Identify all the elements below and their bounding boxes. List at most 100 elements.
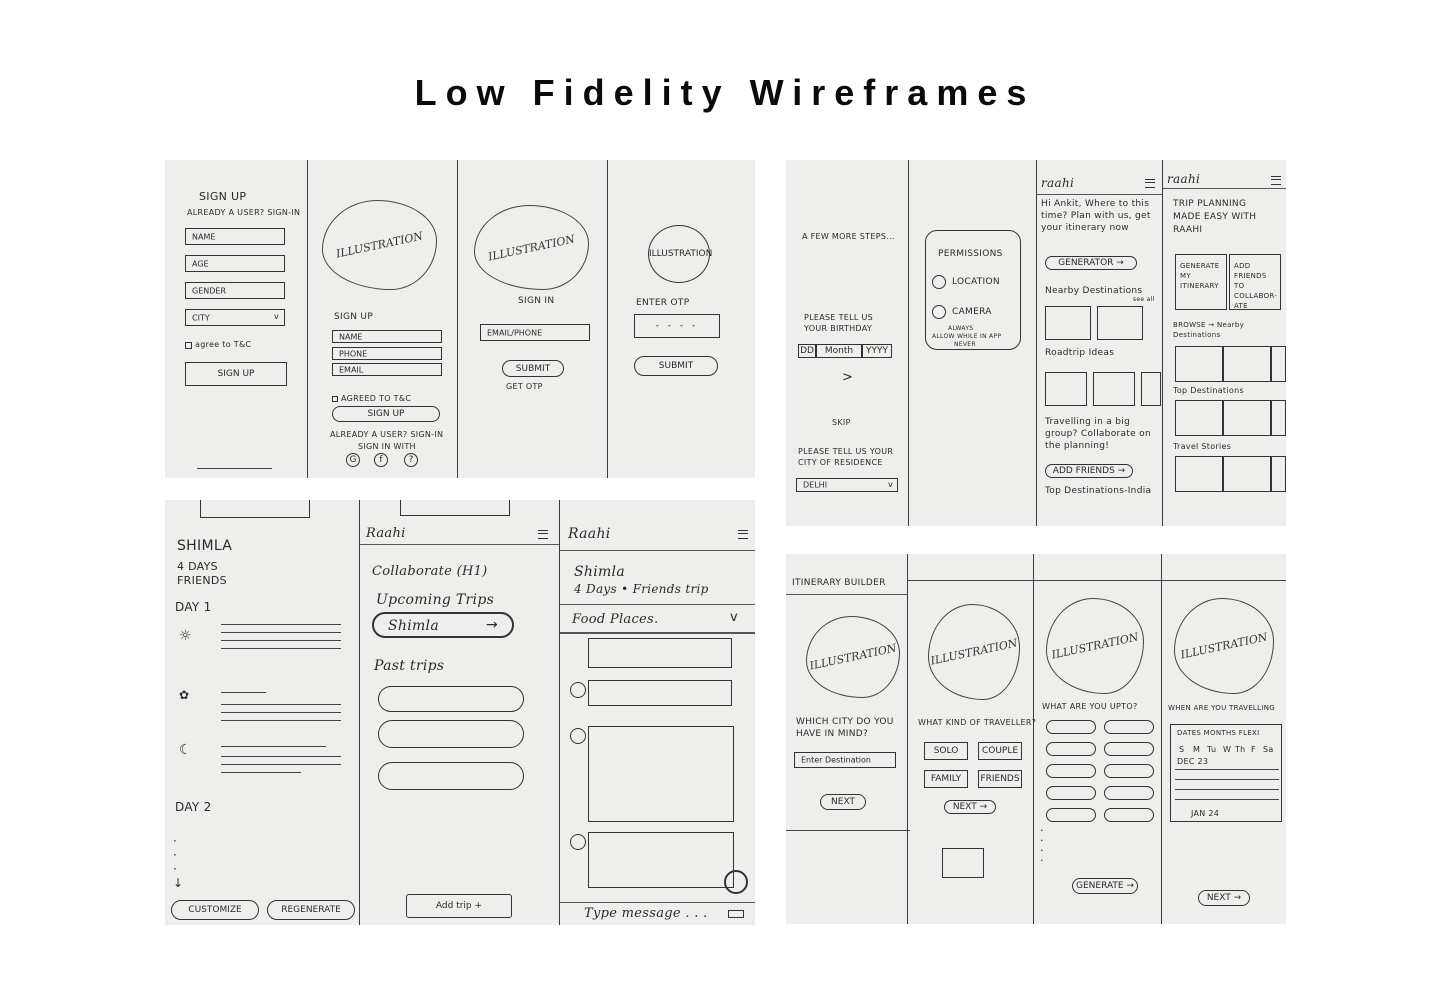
illustration-placeholder: ILLUSTRATION	[1046, 598, 1144, 694]
message-card	[588, 832, 734, 888]
top-destination-card[interactable]	[1175, 400, 1223, 436]
calendar[interactable]: DATES MONTHS FLEXI S M Tu W Th F Sa DEC …	[1170, 724, 1282, 822]
add-trip-button[interactable]: Add trip +	[406, 894, 512, 918]
name-field[interactable]: NAME	[332, 330, 442, 343]
destination-card[interactable]	[1097, 306, 1143, 340]
generator-button[interactable]: GENERATOR →	[1045, 256, 1137, 270]
facebook-icon[interactable]: f	[374, 453, 388, 467]
already-user-link[interactable]: ALREADY A USER? SIGN-IN	[330, 430, 444, 439]
menu-icon[interactable]	[1271, 176, 1281, 185]
signup-button[interactable]: SIGN UP	[185, 362, 287, 386]
activity-option[interactable]	[1104, 764, 1154, 778]
gender-field[interactable]: GENDER	[185, 282, 285, 299]
agree-terms-label: agree to T&C	[195, 340, 252, 349]
generate-button[interactable]: GENERATE →	[1072, 878, 1138, 894]
never-option[interactable]: NEVER	[954, 341, 976, 348]
other-login-icon[interactable]: ?	[404, 453, 418, 467]
already-user-link[interactable]: ALREADY A USER? SIGN-IN	[187, 208, 301, 217]
chevron-down-icon[interactable]: v	[730, 610, 738, 625]
browse-nearby[interactable]: BROWSE → Nearby Destinations	[1173, 321, 1245, 339]
activity-option[interactable]	[1046, 742, 1096, 756]
activity-option[interactable]	[1046, 786, 1096, 800]
destination-input[interactable]: Enter Destination	[794, 752, 896, 768]
signin-screen: ILLUSTRATION SIGN IN EMAIL/PHONE SUBMIT …	[458, 160, 608, 478]
date-mode-tabs[interactable]: DATES MONTHS FLEXI	[1177, 729, 1260, 737]
weekday-s: S	[1179, 745, 1185, 754]
story-card[interactable]	[1175, 456, 1223, 492]
day-field[interactable]: DD	[798, 344, 816, 358]
name-field[interactable]: NAME	[185, 228, 285, 245]
menu-icon[interactable]	[738, 530, 748, 539]
next-button[interactable]: NEXT	[820, 794, 866, 810]
destination-card[interactable]	[1045, 306, 1091, 340]
submit-button[interactable]: SUBMIT	[634, 356, 718, 376]
skip-link[interactable]: SKIP	[832, 418, 851, 427]
activity-option[interactable]	[1104, 720, 1154, 734]
next-button[interactable]: NEXT →	[944, 800, 996, 814]
regenerate-button[interactable]: REGENERATE	[267, 900, 355, 920]
story-card[interactable]	[1271, 456, 1286, 492]
food-places-dropdown[interactable]: Food Places.	[572, 612, 659, 627]
message-input[interactable]: Type message . . .	[584, 906, 708, 921]
nearby-card[interactable]	[1175, 346, 1223, 382]
email-field[interactable]: EMAIL	[332, 363, 442, 376]
top-destination-card[interactable]	[1223, 400, 1271, 436]
next-button[interactable]: NEXT →	[1198, 890, 1250, 906]
see-all-link[interactable]: see all	[1133, 296, 1155, 303]
terms-checkbox[interactable]	[185, 342, 192, 349]
otp-heading: ENTER OTP	[636, 298, 690, 308]
signup-button[interactable]: SIGN UP	[332, 406, 440, 422]
menu-icon[interactable]	[538, 530, 548, 539]
story-card[interactable]	[1223, 456, 1271, 492]
family-option[interactable]: FAMILY	[924, 770, 968, 788]
activity-option[interactable]	[1046, 808, 1096, 822]
google-icon[interactable]: G	[346, 453, 360, 467]
message-card	[588, 680, 732, 706]
chat-fab-icon[interactable]	[724, 870, 748, 894]
activity-option[interactable]	[1104, 808, 1154, 822]
camera-radio[interactable]	[932, 305, 946, 319]
illustration-placeholder: ILLUSTRATION	[806, 616, 900, 698]
customize-button[interactable]: CUSTOMIZE	[171, 900, 259, 920]
location-radio[interactable]	[932, 275, 946, 289]
couple-option[interactable]: COUPLE	[978, 742, 1022, 760]
activity-option[interactable]	[1046, 720, 1096, 734]
year-field[interactable]: YYYY	[862, 344, 892, 358]
past-trip-item[interactable]	[378, 720, 524, 748]
top-destinations-heading: Top Destinations	[1173, 386, 1244, 395]
nearby-card[interactable]	[1271, 346, 1286, 382]
get-otp-link[interactable]: GET OTP	[506, 382, 543, 391]
send-icon[interactable]	[728, 910, 744, 918]
allow-always-option[interactable]: ALWAYS	[948, 325, 974, 332]
upcoming-trip-shimla[interactable]: Shimla →	[372, 612, 514, 638]
activity-option[interactable]	[1046, 764, 1096, 778]
friends-option[interactable]: FRIENDS	[978, 770, 1022, 788]
otp-input[interactable]: - - - -	[634, 314, 720, 338]
roadtrip-card[interactable]	[1045, 372, 1087, 406]
solo-option[interactable]: SOLO	[924, 742, 968, 760]
terms-checkbox[interactable]	[332, 396, 338, 402]
activity-option[interactable]	[1104, 742, 1154, 756]
past-trip-item[interactable]	[378, 762, 524, 790]
generate-itinerary-card[interactable]: GENERATE MY ITINERARY	[1175, 254, 1227, 310]
menu-icon[interactable]	[1145, 179, 1155, 188]
greeting-text: Hi Ankit, Where to this time? Plan with …	[1041, 199, 1151, 233]
submit-button[interactable]: SUBMIT	[502, 360, 564, 377]
roadtrip-card[interactable]	[1141, 372, 1161, 406]
add-friends-card[interactable]: ADD FRIENDS TO COLLABOR-ATE	[1229, 254, 1281, 310]
email-phone-field[interactable]: EMAIL/PHONE	[480, 324, 590, 341]
roadtrip-card[interactable]	[1093, 372, 1135, 406]
month-field[interactable]: Month	[816, 344, 862, 358]
add-friends-button[interactable]: ADD FRIENDS →	[1045, 464, 1133, 478]
top-destination-card[interactable]	[1271, 400, 1286, 436]
message-card	[588, 638, 732, 668]
nearby-card[interactable]	[1223, 346, 1271, 382]
age-field[interactable]: AGE	[185, 255, 285, 272]
chevron-right-icon[interactable]: >	[842, 370, 854, 385]
phone-field[interactable]: PHONE	[332, 347, 442, 360]
allow-in-app-option[interactable]: ALLOW WHILE IN APP	[932, 333, 1002, 340]
past-trip-item[interactable]	[378, 686, 524, 712]
activity-option[interactable]	[1104, 786, 1154, 800]
